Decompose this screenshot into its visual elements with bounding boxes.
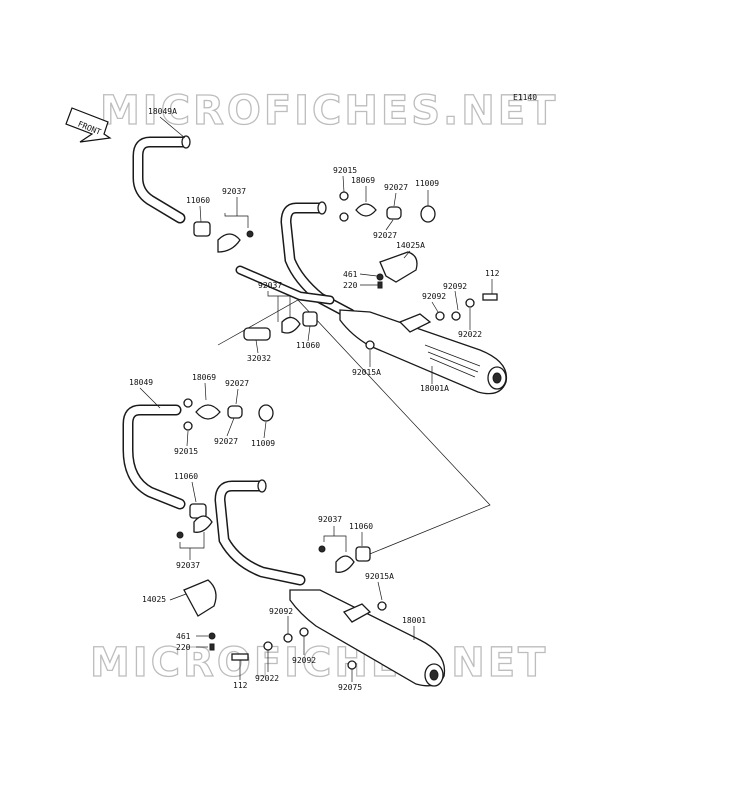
pipe-32032 <box>243 327 271 341</box>
part-label: 461 <box>343 270 358 279</box>
part-label: 18001A <box>420 384 449 393</box>
bolt-112-b <box>231 653 249 661</box>
collar-11060-b <box>302 311 318 327</box>
part-label: 92022 <box>255 674 279 683</box>
part-label: 112 <box>485 269 500 278</box>
nut-92075 <box>347 660 357 670</box>
part-label: 92075 <box>338 683 362 692</box>
part-label: 92037 <box>318 515 342 524</box>
part-labels: 18049A 11060 92037 92015 18069 92027 110… <box>129 107 500 692</box>
gasket-18069-b <box>195 404 221 420</box>
part-label: 11060 <box>349 522 373 531</box>
part-label: 92027 <box>373 231 397 240</box>
part-label: 11009 <box>251 439 275 448</box>
part-label: 112 <box>233 681 248 690</box>
part-label: 92027 <box>225 379 249 388</box>
part-label: 92027 <box>214 437 238 446</box>
part-label: 18069 <box>192 373 216 382</box>
part-label: 92092 <box>443 282 467 291</box>
muffler-18001 <box>289 589 446 687</box>
gasket-11009-a <box>420 205 436 223</box>
part-label: 14025A <box>396 241 425 250</box>
exhaust-pipe-rear-bottom <box>214 480 306 586</box>
nut-92015a-a <box>365 340 375 350</box>
part-label: 11060 <box>186 196 210 205</box>
part-label: 18049 <box>129 378 153 387</box>
part-label: 11060 <box>296 341 320 350</box>
part-label: 18049A <box>148 107 177 116</box>
part-label: 92015A <box>365 572 394 581</box>
part-label: 32032 <box>247 354 271 363</box>
muffler-18001a <box>339 309 508 395</box>
collar-92027-a <box>386 206 402 220</box>
part-label: 14025 <box>142 595 166 604</box>
part-label: 220 <box>176 643 191 652</box>
cover-14025 <box>183 579 217 617</box>
part-label: 92037 <box>176 561 200 570</box>
part-label: 18001 <box>402 616 426 625</box>
part-label: 92092 <box>292 656 316 665</box>
part-label: 11009 <box>415 179 439 188</box>
part-label: 92037 <box>222 187 246 196</box>
part-label: 92015 <box>174 447 198 456</box>
clamp-92037-a <box>217 230 254 253</box>
part-label: 92092 <box>422 292 446 301</box>
diagram-code: E1140 <box>513 93 537 102</box>
nut-92015-a <box>339 191 349 201</box>
part-label: 92015A <box>352 368 381 377</box>
part-label: 461 <box>176 632 191 641</box>
gasket-18069-a <box>355 203 377 217</box>
watermark-top: MICROFICHES.NET <box>100 88 558 134</box>
part-label: 92092 <box>269 607 293 616</box>
part-label: 11060 <box>174 472 198 481</box>
bolt-112-a <box>482 293 498 301</box>
leader-lines <box>139 116 493 682</box>
part-label: 92027 <box>384 183 408 192</box>
cover-14025a <box>379 251 418 283</box>
part-label: 18069 <box>351 176 375 185</box>
part-label: 92015 <box>333 166 357 175</box>
part-label: 220 <box>343 281 358 290</box>
part-label: 92022 <box>458 330 482 339</box>
part-label: 92037 <box>258 281 282 290</box>
watermark-bottom: MICROFICHES.NET <box>90 640 548 686</box>
collar-11060-a <box>193 221 211 237</box>
divider-line <box>217 299 491 559</box>
